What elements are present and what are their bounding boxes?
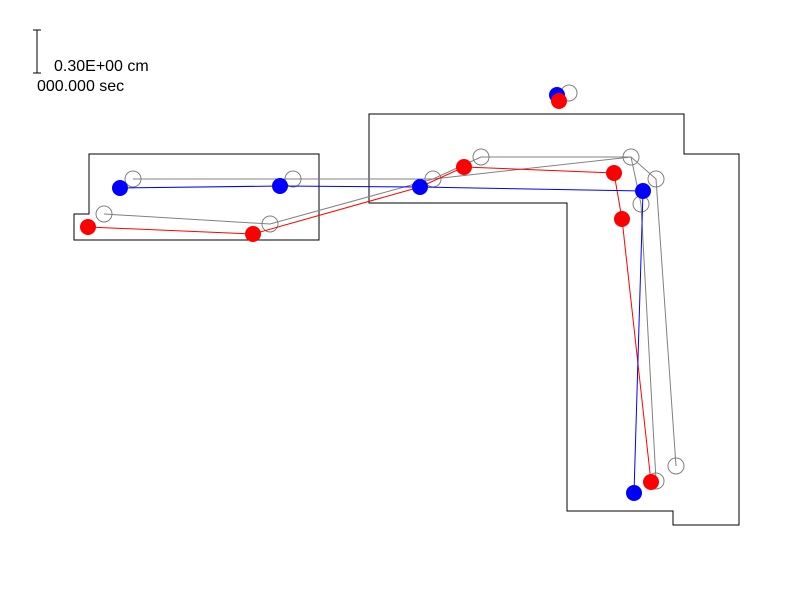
isolated-particle-group [549,87,567,109]
red-node [614,211,630,227]
reference-node [284,170,302,188]
red-node [606,165,622,181]
reference-chains [95,84,685,490]
scale-bar [33,29,41,74]
left-boundary-outline [73,153,320,241]
blue-node [635,183,651,199]
blue-node [626,485,642,501]
red-node [551,93,567,109]
reference-node [124,170,142,188]
red-node [245,226,261,242]
red-node [456,159,472,175]
reference-node [472,148,490,166]
reference-node [667,457,685,475]
blue-node [412,179,428,195]
blue-node [272,178,288,194]
reference-node [622,148,640,166]
time-label: 000.000 sec [37,78,125,95]
blue-node [112,180,128,196]
red-node [80,219,96,235]
scale-label: 0.30E+00 cm [54,58,149,75]
right-boundary-outline [368,113,740,526]
red-node [643,474,659,490]
reference-node [261,215,279,233]
reference-node [95,205,113,223]
reference-chain-bottom [103,156,657,482]
reference-chain-top [133,156,677,467]
blue-chain [112,178,651,501]
red-chain [80,159,659,490]
reference-node [647,170,665,188]
